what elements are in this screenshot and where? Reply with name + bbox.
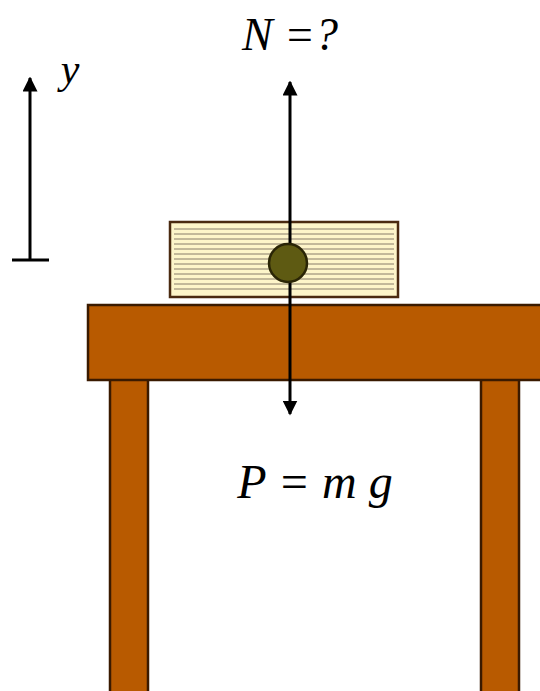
table-leg (481, 374, 519, 691)
weight-arrow (289, 263, 292, 414)
normal-force-arrow (289, 82, 292, 263)
y-axis (12, 78, 49, 260)
book (170, 222, 398, 297)
axis-label: y (61, 48, 80, 90)
normal-force-label: N =? (242, 12, 338, 58)
table-leg (110, 374, 148, 691)
center-of-mass-dot (269, 244, 307, 282)
weight-label: P = m g (237, 458, 393, 506)
table-top (88, 305, 540, 380)
